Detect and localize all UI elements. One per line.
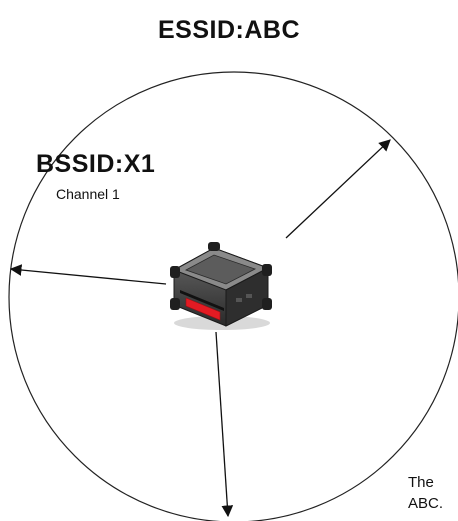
signal-arrow-down — [215, 331, 234, 518]
caption-line-1: The — [408, 474, 434, 491]
mobile-printer-icon — [170, 242, 272, 330]
caption-line-2: ABC. — [408, 495, 444, 512]
caption-text: The ABC. — [408, 472, 458, 514]
channel-label: Channel 1 — [56, 186, 120, 202]
bssid-title: BSSID:X1 — [36, 150, 156, 178]
coverage-circle — [8, 71, 458, 521]
signal-arrow-upper-right — [285, 139, 391, 239]
signal-arrow-left — [9, 264, 167, 285]
essid-title: ESSID:ABC — [157, 16, 300, 44]
